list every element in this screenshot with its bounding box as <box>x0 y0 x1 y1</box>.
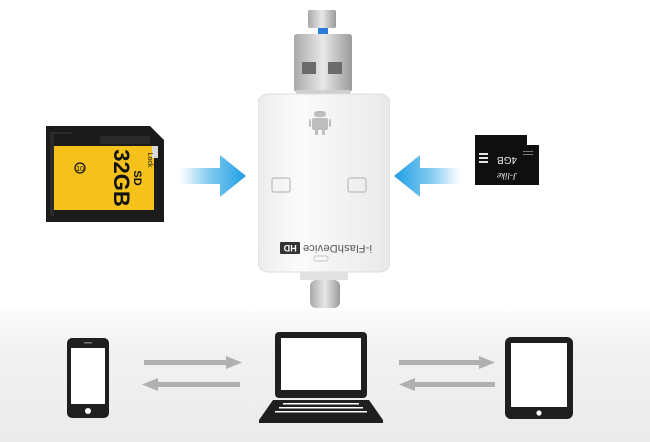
reader-hd-badge: HD <box>280 242 300 254</box>
laptop-icon <box>259 330 383 424</box>
sd-format-text: SD <box>131 170 143 185</box>
sync-arrows-icon <box>140 354 244 394</box>
sd-speed-class: 10 <box>76 166 84 173</box>
micro-sd-capacity: 4GB <box>497 154 517 165</box>
reader-product-name: i-FlashDevice <box>302 242 372 254</box>
sync-arrows-icon <box>397 354 497 394</box>
reader-product-label: i-FlashDevice HD <box>262 238 372 258</box>
micro-sd-card: 4GB J-like <box>471 131 543 189</box>
sd-capacity-text: 32GB <box>109 149 134 206</box>
micro-sd-brand: J-like <box>497 171 517 181</box>
sd-card: 32GB SD Lock 10 <box>40 122 170 226</box>
arrow-right-icon <box>180 151 248 201</box>
sd-lock-text: Lock <box>146 153 153 168</box>
smartphone-icon <box>66 337 110 419</box>
card-reader-device <box>258 10 390 310</box>
tablet-icon <box>504 336 574 420</box>
arrow-left-icon <box>392 151 460 201</box>
